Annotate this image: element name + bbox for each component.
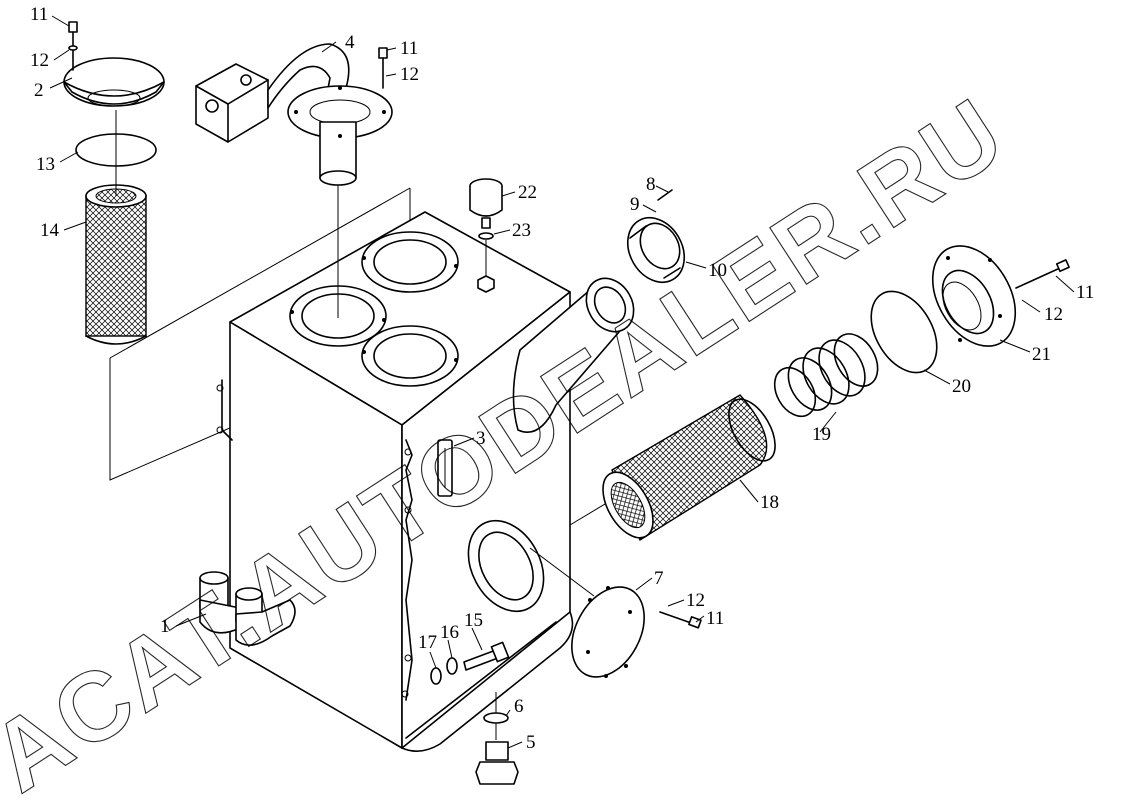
callout-12: 12 — [686, 590, 705, 611]
callout-19: 19 — [812, 424, 831, 445]
callout-21: 21 — [1032, 344, 1051, 365]
callout-14: 14 — [40, 220, 60, 241]
callout-23: 23 — [512, 220, 531, 241]
bolt-11-mid — [378, 47, 388, 89]
callout-6: 6 — [514, 696, 524, 717]
callout-2: 2 — [34, 80, 44, 101]
callout-20: 20 — [952, 376, 971, 397]
filter-element-18 — [602, 394, 776, 542]
filter-element-14 — [85, 184, 147, 345]
leader-lines — [49, 15, 1075, 749]
callout-7: 7 — [654, 568, 664, 589]
callout-12: 12 — [400, 64, 419, 85]
callout-11: 11 — [30, 4, 48, 25]
cover-21 — [931, 245, 1017, 347]
cover-plate-7 — [571, 586, 645, 678]
callout-1: 1 — [160, 616, 170, 637]
cap-10 — [626, 189, 686, 283]
callout-labels: 11 12 2 13 14 4 11 12 22 23 8 9 10 11 12… — [30, 4, 1094, 753]
callout-10: 10 — [708, 260, 727, 281]
callout-4: 4 — [345, 32, 355, 53]
callout-11: 11 — [706, 608, 724, 629]
return-pipe-elbow — [512, 277, 635, 433]
callout-15: 15 — [464, 610, 483, 631]
suction-pipe-4 — [195, 43, 393, 186]
callout-12: 12 — [30, 50, 49, 71]
callout-5: 5 — [526, 732, 536, 753]
elbow-fitting-1 — [199, 571, 296, 646]
breather-22 — [469, 178, 503, 293]
drain-plug-5 — [475, 692, 519, 785]
callout-9: 9 — [630, 194, 640, 215]
callout-11: 11 — [1076, 282, 1094, 303]
bolt-assembly-15-16-17 — [430, 641, 510, 685]
callout-17: 17 — [418, 632, 437, 653]
bolt-11-lower-right — [659, 611, 702, 629]
top-ports — [289, 231, 459, 387]
callout-16: 16 — [440, 622, 459, 643]
filter-cap-2 — [63, 57, 165, 107]
bolt-11-top-left — [68, 21, 78, 71]
callout-8: 8 — [646, 174, 656, 195]
spring-19 — [773, 333, 879, 418]
callout-11: 11 — [400, 38, 418, 59]
o-ring-20 — [870, 290, 938, 374]
callout-12: 12 — [1044, 304, 1063, 325]
bolt-11-right — [1015, 259, 1070, 289]
callout-13: 13 — [36, 154, 55, 175]
watermark-text: ACAT.AUTODEALER.RU — [0, 76, 1023, 800]
callout-3: 3 — [476, 428, 486, 449]
callout-18: 18 — [760, 492, 779, 513]
callout-22: 22 — [518, 182, 537, 203]
